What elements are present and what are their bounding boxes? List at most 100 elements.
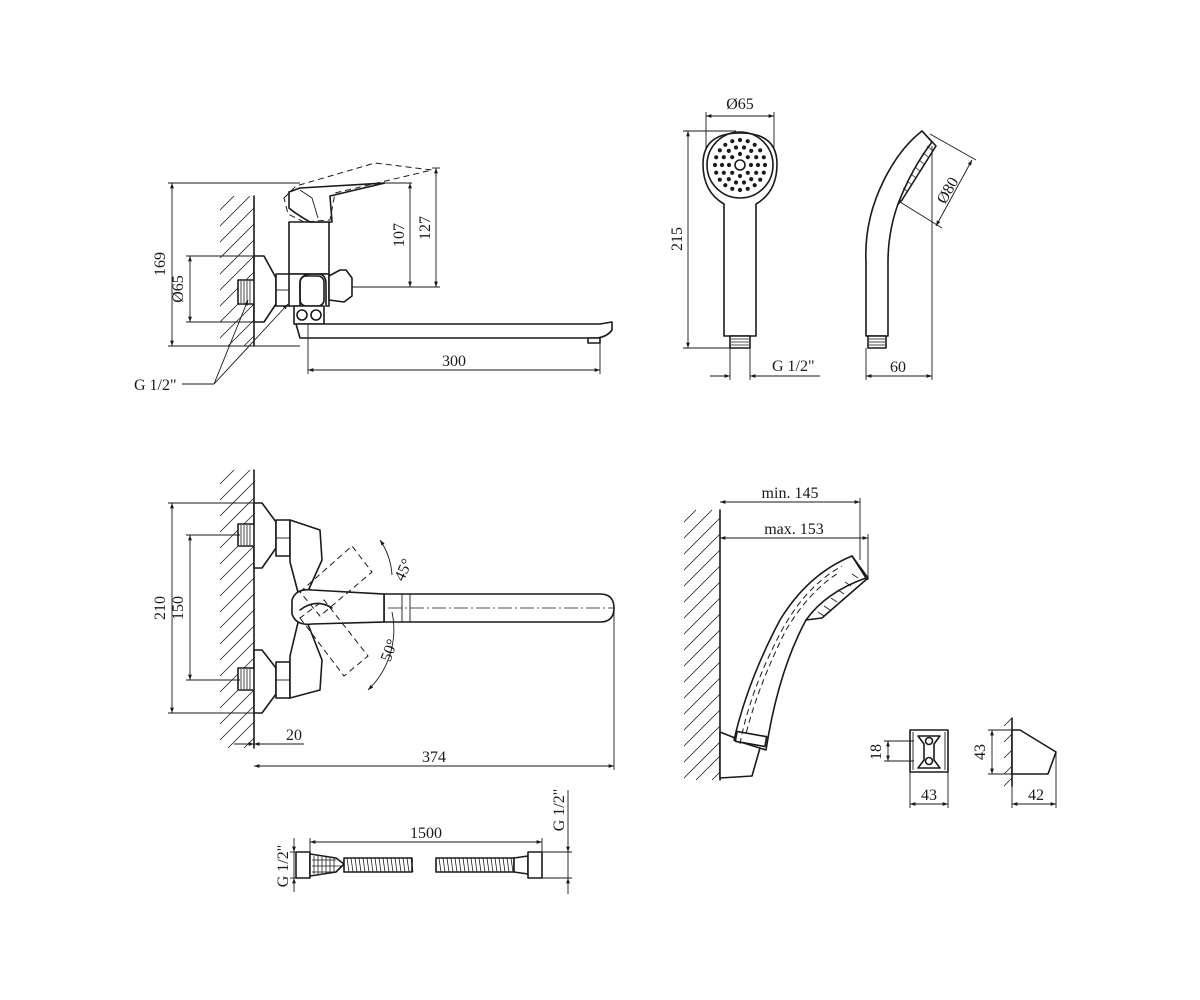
hose-rib (486, 857, 490, 873)
hose-rib (362, 857, 366, 873)
dim-angle-50: 50° (378, 637, 402, 664)
nozzle-dot (730, 139, 735, 144)
dim-holder-min: min. 145 (762, 485, 819, 502)
dim-bracket-43-height: 43 (972, 744, 989, 760)
hose-rib (502, 857, 506, 873)
nozzle-dot (733, 145, 739, 150)
hose-rib (374, 857, 378, 873)
hose-rib (366, 857, 370, 873)
dim-top-210: 210 (152, 596, 169, 620)
dim-shower-face-diameter: Ø80 (934, 175, 963, 207)
nozzle-dot (726, 162, 732, 168)
hose-rib (398, 857, 402, 873)
nozzle-dot (721, 170, 726, 175)
dim-bracket-43-width: 43 (921, 787, 937, 804)
dim-bracket-42: 42 (1028, 787, 1044, 804)
nozzle-dot (714, 155, 719, 160)
front-view: 169 Ø65 107 127 300 G 1/2" (134, 162, 613, 394)
nozzle-dot (749, 148, 754, 153)
hose-rib (390, 857, 394, 873)
hose-rib (478, 857, 482, 873)
nozzle-dot (721, 155, 726, 160)
hose-rib (482, 857, 486, 873)
dim-shower-depth: 60 (890, 359, 906, 376)
dim-front-127: 127 (417, 216, 434, 240)
bracket-side: 43 42 (972, 717, 1057, 808)
nozzle-dot (714, 170, 719, 175)
hose-rib (466, 857, 470, 873)
shower-nozzles (712, 137, 768, 193)
nozzle-dot (737, 173, 743, 179)
dim-front-flange-diameter: Ø65 (170, 275, 187, 303)
nozzle-dot (723, 142, 728, 147)
nozzle-dot (712, 162, 718, 168)
nozzle-dot (754, 155, 759, 160)
hose-rib (346, 857, 350, 873)
hose-rib (510, 857, 514, 873)
nozzle-dot (726, 177, 731, 182)
nozzle-dot (717, 148, 722, 153)
hose-rib (354, 857, 358, 873)
nozzle-dot (755, 162, 761, 168)
nozzle-dot (730, 155, 735, 160)
wall-hatching-front (219, 195, 255, 347)
nozzle-dot (749, 177, 754, 182)
hose-rib (450, 857, 454, 873)
hose-rib (458, 857, 462, 873)
shower-head-side: Ø80 60 (865, 130, 977, 380)
hose-thread-left: G 1/2" (275, 845, 292, 888)
nozzle-dot (745, 139, 750, 144)
hose-rib (442, 857, 446, 873)
dim-hose-length: 1500 (410, 825, 442, 842)
dim-holder-max: max. 153 (764, 521, 824, 538)
hose-rib (386, 857, 390, 873)
nozzle-dot (752, 142, 757, 147)
hose-rib (410, 857, 414, 873)
hose-rib (382, 857, 386, 873)
shower-head-front: Ø65 215 G 1/2" (669, 96, 820, 380)
nozzle-dot (761, 170, 766, 175)
hose-rib (470, 857, 474, 873)
dim-front-107: 107 (391, 223, 408, 247)
hose-rib (350, 857, 354, 873)
nozzle-dot (758, 148, 763, 153)
hose-rib (394, 857, 398, 873)
hose-rib (370, 857, 374, 873)
hose-rib (506, 857, 510, 873)
hose-rib (494, 857, 498, 873)
nozzle-dot (730, 170, 735, 175)
nozzle-dot (758, 177, 763, 182)
dim-shower-215: 215 (669, 227, 686, 251)
nozzle-dot (752, 183, 757, 188)
hose-rib (446, 857, 450, 873)
hose-rib (454, 857, 458, 873)
nozzle-dot (745, 186, 750, 191)
nozzle-dot (730, 186, 735, 191)
hose-rib (498, 857, 502, 873)
nozzle-dot (762, 162, 768, 168)
hose-rib (358, 857, 362, 873)
nozzle-dot (737, 187, 743, 193)
hose-rib (462, 857, 466, 873)
nozzle-dot (741, 145, 747, 150)
shower-hose: 1500 G 1/2" G 1/2" (275, 789, 572, 894)
dim-top-20: 20 (286, 727, 302, 744)
hose-rib (406, 857, 410, 873)
nozzle-dot (726, 148, 731, 153)
hose-rib (378, 857, 382, 873)
dim-top-374: 374 (422, 749, 446, 766)
nozzle-dot (745, 155, 750, 160)
dim-top-150: 150 (170, 596, 187, 620)
front-connection-thread-label: G 1/2" (134, 377, 177, 394)
hose-rib (490, 857, 494, 873)
bracket-front: 18 43 (868, 729, 949, 808)
shower-in-holder: min. 145 max. 153 (683, 485, 869, 781)
nozzle-dot (745, 170, 750, 175)
dim-front-169: 169 (152, 252, 169, 276)
nozzle-dot (737, 137, 743, 143)
nozzle-dot (761, 155, 766, 160)
top-view: 45° 50° 210 150 20 374 (152, 469, 615, 770)
dim-bracket-18: 18 (868, 744, 885, 760)
hose-rib (402, 857, 406, 873)
